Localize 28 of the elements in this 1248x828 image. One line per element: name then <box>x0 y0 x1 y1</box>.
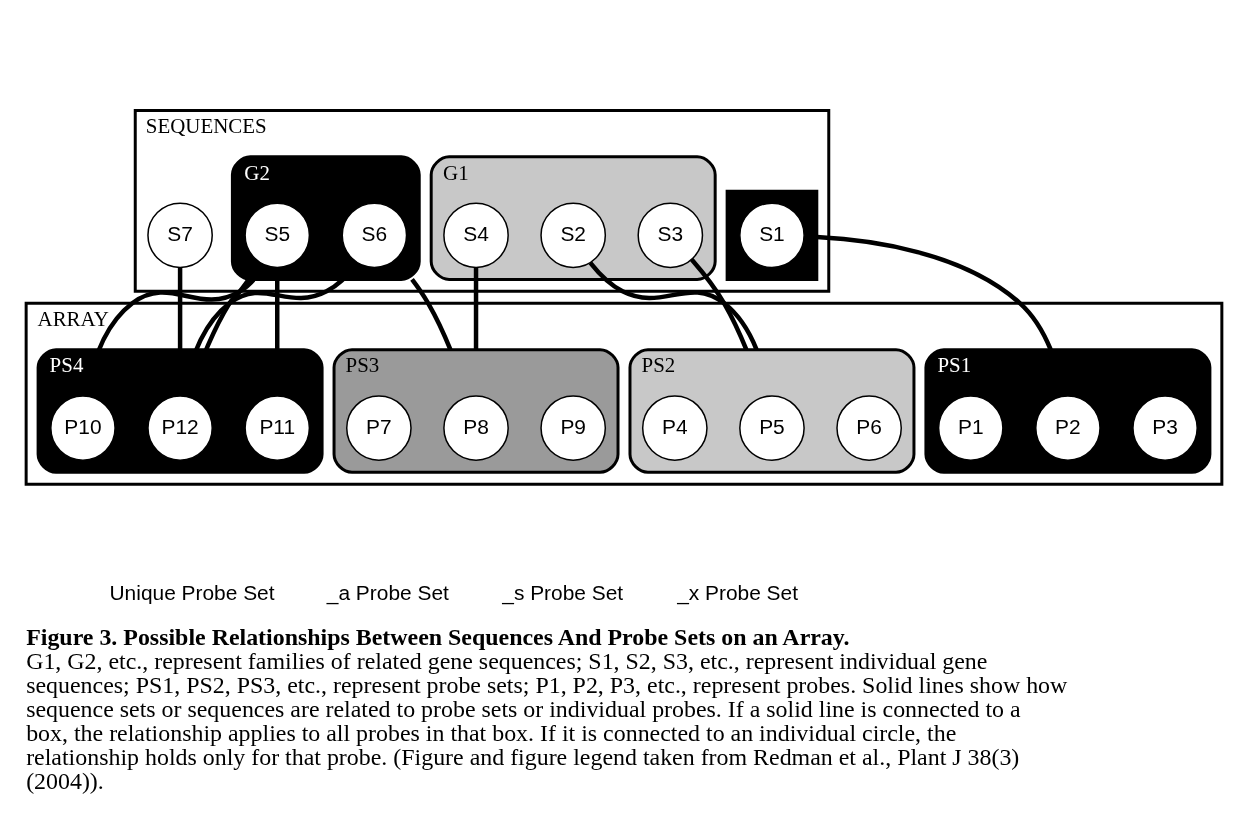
connector <box>473 267 479 350</box>
node-circle: S4 <box>443 201 509 268</box>
node-circle: P5 <box>739 394 805 461</box>
node-circle: S7 <box>147 201 213 268</box>
node-circle: P1 <box>937 394 1004 461</box>
label: _a Probe Set <box>326 580 449 604</box>
label: _x Probe Set <box>677 580 799 604</box>
connector <box>410 277 453 350</box>
label: _s Probe Set <box>502 580 624 604</box>
node-circle: S3 <box>637 201 704 268</box>
node-circle: P11 <box>244 394 311 461</box>
node-circle: P6 <box>836 394 902 461</box>
node-circle: P9 <box>540 394 607 461</box>
node-circle: S2 <box>540 201 607 268</box>
node-circle: S1 <box>739 201 805 268</box>
node-circle: P10 <box>50 394 116 461</box>
node-circle: P2 <box>1035 394 1101 461</box>
connector <box>689 257 749 350</box>
node-circle: P8 <box>443 394 509 461</box>
node-circle: S5 <box>244 201 311 268</box>
caption: Figure 3. Possible Relationships Between Sequences And Probe Sets on an Array. G1, G2, etc., represent families of related gene sequences; S1, S2, S3, etc., represent individual gene sequences; PS1, PS2, PS3, etc., represent probe sets; P1, P2, P3, etc., represent probes. Solid lines show how sequence sets or sequences are related to probe sets or individual probes. If a solid line is connected to a box, the relationship applies to all probes in that box. If it is connected to an individual circle, the relationship holds only for that probe. (Figure and figure legend taken from Redman et al., Plant J 38(3) (2004)). <box>26 623 1068 794</box>
node-circle: P3 <box>1132 394 1198 461</box>
node-circle: S6 <box>341 201 408 268</box>
node-circle: P7 <box>346 394 412 461</box>
cluster <box>725 189 819 281</box>
node-circle: P4 <box>641 394 708 461</box>
node-circle: P12 <box>147 394 213 461</box>
label: Unique Probe Set <box>109 580 275 604</box>
